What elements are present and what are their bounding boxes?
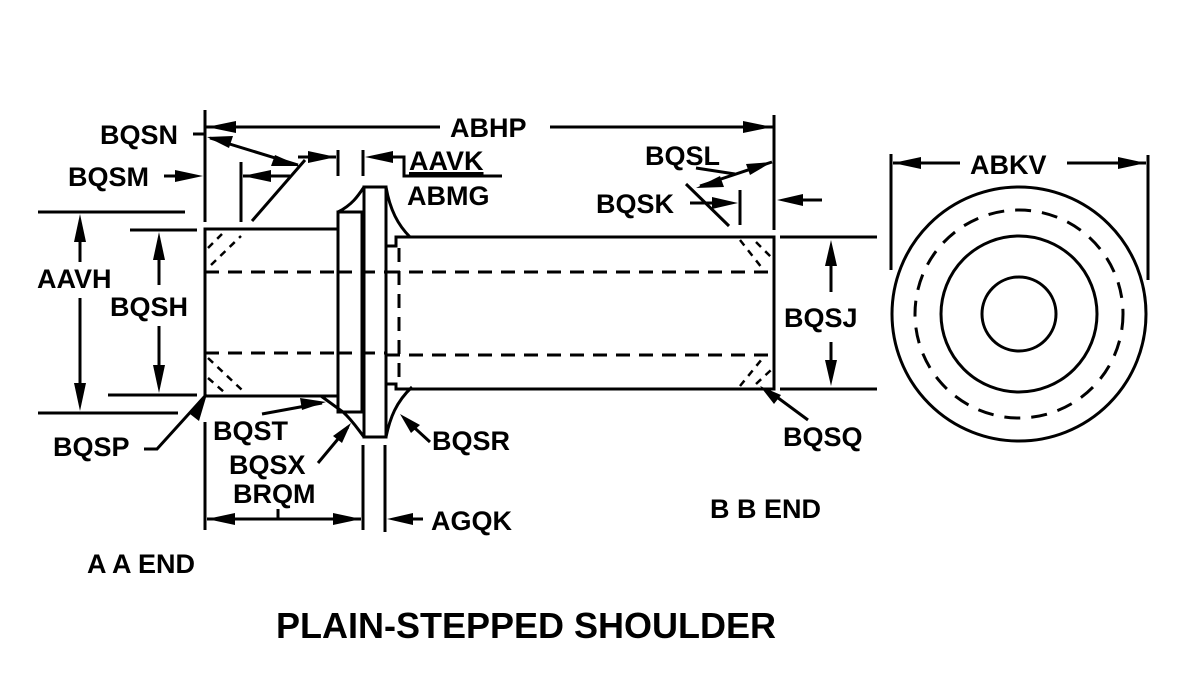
- arrowhead: [74, 383, 86, 411]
- label-agqk: AGQK: [431, 506, 513, 536]
- label-bqsx: BQSX: [229, 450, 306, 480]
- arrowhead: [387, 513, 413, 525]
- hidden-diameter-circle: [913, 208, 1125, 420]
- arrowhead: [243, 170, 271, 182]
- bqsl-leader: [695, 166, 736, 176]
- label-bqst: BQST: [213, 416, 289, 446]
- arrowhead: [365, 151, 393, 163]
- dimension-lines: [38, 110, 877, 532]
- bqsk-chamfer-line: [684, 182, 731, 228]
- shoulder-diameter-circle: [939, 234, 1099, 394]
- end-view: [889, 154, 1150, 443]
- b-end-chamfer-hidden: [755, 369, 772, 385]
- arrowhead: [207, 136, 233, 148]
- b-end-chamfer-hidden: [739, 239, 763, 269]
- b-end-body-outline: [386, 235, 776, 391]
- arrowhead: [74, 214, 86, 242]
- label-bqsm: BQSM: [68, 162, 149, 192]
- label-bqsk: BQSK: [596, 189, 675, 219]
- flange-fillet-top-left: [337, 186, 366, 214]
- label-abhp: ABHP: [450, 113, 527, 143]
- arrowhead: [746, 162, 772, 175]
- label-b-end: B B END: [710, 494, 821, 524]
- a-end-chamfer-hidden: [210, 235, 242, 266]
- arrowhead: [825, 240, 837, 266]
- arrowhead: [1118, 157, 1146, 169]
- bqsp-leader: [144, 394, 207, 451]
- arrowhead: [333, 423, 351, 443]
- arrowhead: [696, 176, 724, 188]
- label-bqsn: BQSN: [100, 120, 178, 150]
- arrowhead: [153, 365, 165, 393]
- flange-fillet-top-right: [384, 186, 412, 239]
- aavk-leader: [390, 155, 502, 178]
- flange-fillet-bottom-right: [384, 385, 414, 438]
- bore-circle: [980, 275, 1058, 353]
- arrowhead: [333, 513, 361, 525]
- label-aavh: AAVH: [37, 264, 112, 294]
- arrowhead: [825, 360, 837, 386]
- arrowhead: [743, 121, 772, 133]
- label-bqsp: BQSP: [53, 432, 130, 462]
- arrowhead: [777, 194, 803, 206]
- label-bqsh: BQSH: [110, 292, 188, 322]
- arrowhead: [190, 394, 207, 421]
- arrowhead: [175, 170, 203, 182]
- side-view: [203, 185, 776, 439]
- a-end-chamfer-hidden: [207, 357, 243, 391]
- label-abkv: ABKV: [970, 150, 1047, 180]
- label-bqsj: BQSJ: [784, 303, 858, 333]
- arrowhead: [308, 151, 336, 163]
- arrowhead: [153, 232, 165, 260]
- labels: ABHP BQSN BQSM AAVK ABMG BQSL BQSK ABKV …: [37, 113, 1047, 646]
- drawing-title: PLAIN-STEPPED SHOULDER: [276, 605, 776, 646]
- arrowhead: [760, 386, 781, 404]
- arrowhead: [207, 513, 235, 525]
- flange-main-outline: [362, 185, 388, 439]
- a-end-body-outline: [203, 227, 338, 398]
- a-end-chamfer-hidden: [207, 377, 225, 393]
- arrowhead: [400, 414, 420, 433]
- label-bqsl: BQSL: [645, 141, 720, 171]
- b-end-chamfer-hidden: [739, 358, 763, 387]
- arrowhead: [893, 157, 921, 169]
- arrowhead: [207, 121, 236, 133]
- label-bqsq: BQSQ: [783, 422, 863, 452]
- arrowhead: [712, 197, 738, 209]
- b-end-chamfer-hidden: [755, 241, 772, 258]
- label-abmg: ABMG: [407, 181, 490, 211]
- outer-diameter-circle: [890, 185, 1148, 443]
- bqsn-chamfer-line: [250, 159, 307, 222]
- label-bqsr: BQSR: [432, 426, 510, 456]
- arrowhead: [300, 398, 326, 410]
- a-end-chamfer-hidden: [207, 233, 223, 249]
- flange-fillet-bottom-left: [320, 394, 366, 438]
- label-brqm: BRQM: [233, 479, 316, 509]
- label-a-end: A A END: [87, 549, 195, 579]
- flange-step-outline: [336, 210, 364, 414]
- label-aavk: AAVK: [409, 146, 484, 176]
- arrowhead: [271, 155, 300, 166]
